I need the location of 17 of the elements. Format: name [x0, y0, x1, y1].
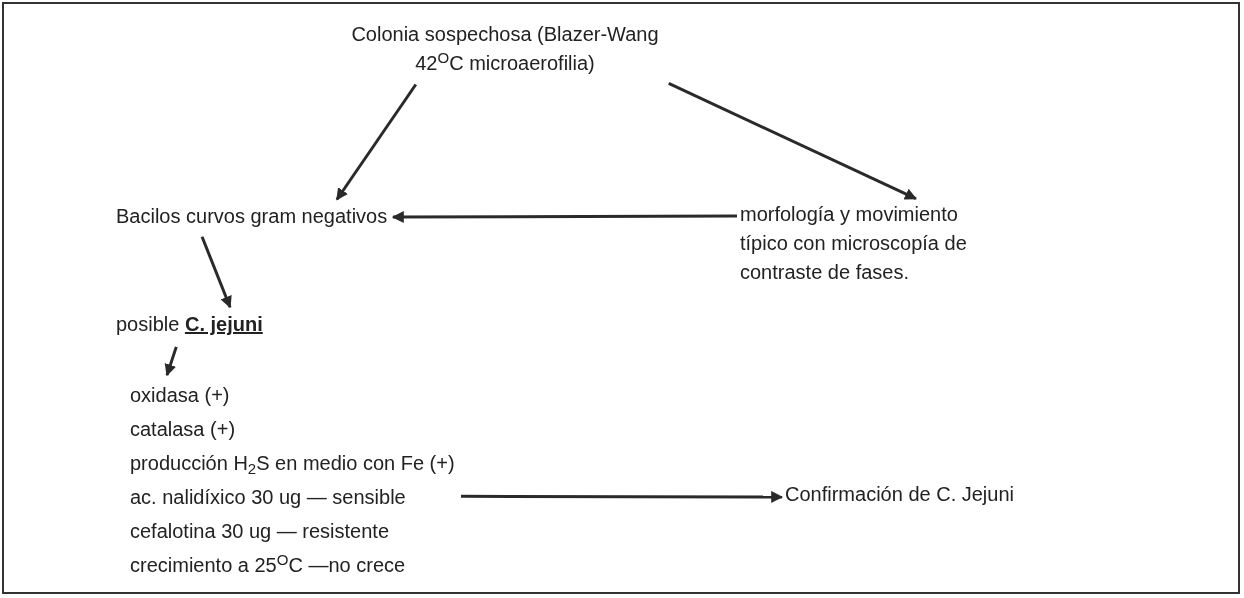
- node-text: producción H$_{2}$S en medio con Fe (+): [130, 451, 456, 479]
- node-text: cefalotina 30 ug — resistente: [130, 519, 391, 544]
- node-text: crecimiento a 25$^{O}$C —no crece: [130, 549, 407, 578]
- arrow: [335, 83, 418, 201]
- node-text: posible C. jejuni: [116, 312, 264, 337]
- arrow: [391, 211, 737, 223]
- node-text: ac. nalidíxico 30 ug — sensible: [130, 485, 407, 510]
- node-text: Colonia sospechosa (Blazer-Wang 42$^{O}$C microaerofilia): [350, 22, 660, 76]
- arrow: [668, 81, 917, 201]
- node-text: catalasa (+): [130, 417, 237, 442]
- arrow: [200, 236, 232, 309]
- arrow: [164, 346, 178, 377]
- node-text: Bacilos curvos gram negativos: [116, 204, 389, 229]
- arrow: [461, 490, 784, 503]
- node-text: oxidasa (+): [130, 383, 231, 408]
- node-text: morfología y movimiento típico con microscopía de contraste de fases.: [740, 202, 968, 285]
- node-text: Confirmación de C. Jejuni: [785, 482, 1015, 507]
